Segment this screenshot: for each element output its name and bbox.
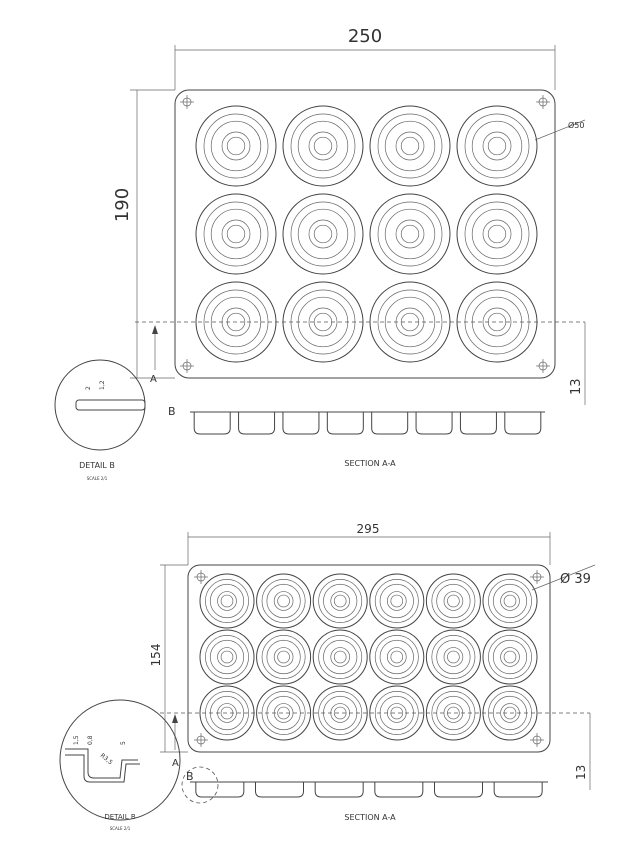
svg-text:13: 13 <box>574 765 588 780</box>
detail-title: DETAIL B <box>79 461 115 470</box>
height-dimension: 190 <box>112 188 133 222</box>
cavity <box>256 629 312 685</box>
svg-text:SCALE 2/1: SCALE 2/1 <box>110 826 131 831</box>
mounting-hole <box>194 570 208 584</box>
cavity-section <box>374 782 424 798</box>
cavity-section <box>238 412 276 435</box>
cavity <box>282 193 364 275</box>
diameter-dimension: Ø 39 <box>560 572 591 587</box>
mounting-hole <box>530 570 544 584</box>
detail-circle <box>59 699 181 821</box>
cavity <box>425 629 481 685</box>
svg-text:B: B <box>186 770 194 783</box>
cavity <box>312 573 368 629</box>
cavity <box>425 573 481 629</box>
cavity <box>199 573 255 629</box>
section-view <box>190 781 548 798</box>
cavity <box>456 281 538 363</box>
cavity-section <box>371 412 409 435</box>
cavity <box>482 629 538 685</box>
drawing-2: 295 154 Ø 39 A 13 B SECTION A-A 1,5 0,8 … <box>59 522 596 831</box>
section-marker: A <box>150 374 157 385</box>
svg-text:2: 2 <box>85 386 92 390</box>
cavity-grid <box>194 570 544 747</box>
svg-text:A: A <box>172 758 179 769</box>
detail-marker: B <box>168 405 176 418</box>
mould-plate-outline <box>187 564 551 753</box>
cavity <box>456 193 538 275</box>
cavity <box>369 105 451 187</box>
cavity <box>312 629 368 685</box>
cavity <box>369 193 451 275</box>
cavity <box>199 629 255 685</box>
cavity-section <box>314 782 364 798</box>
mould-plate-outline <box>174 89 556 379</box>
cavity-section <box>195 782 245 798</box>
cavity-section <box>459 412 497 435</box>
cavity <box>456 105 538 187</box>
cavity <box>369 629 425 685</box>
cavity <box>482 573 538 629</box>
cavity <box>282 105 364 187</box>
svg-text:5: 5 <box>120 741 127 745</box>
section-label: SECTION A-A <box>344 459 396 468</box>
mounting-hole <box>530 733 544 747</box>
height-dimension: 154 <box>149 644 163 667</box>
cavity-section <box>193 412 231 435</box>
mounting-hole <box>536 95 550 109</box>
cavity <box>282 281 364 363</box>
diameter-dimension: Ø50 <box>568 120 584 130</box>
svg-text:R3,5: R3,5 <box>99 752 114 766</box>
cavity <box>195 105 277 187</box>
svg-text:1,2: 1,2 <box>99 380 106 390</box>
svg-text:SECTION A-A: SECTION A-A <box>344 813 396 822</box>
cavity-section <box>415 412 453 435</box>
detail-circle <box>54 359 146 451</box>
cavity-grid <box>180 95 550 373</box>
cavity <box>369 573 425 629</box>
cavity-section <box>434 782 483 798</box>
svg-text:1,5: 1,5 <box>73 735 80 745</box>
drawing-1: 250 190 Ø50 A 13 B SECTION A-A 2 1,2 DET… <box>54 26 586 481</box>
cavity <box>195 193 277 275</box>
detail-scale: SCALE 2/1 <box>87 476 108 481</box>
cavity-section <box>282 412 320 435</box>
cavity-section <box>326 412 364 435</box>
width-dimension: 295 <box>357 522 380 536</box>
svg-text:DETAIL B: DETAIL B <box>104 813 136 821</box>
cavity-section <box>493 782 543 798</box>
width-dimension: 250 <box>348 26 382 47</box>
section-view <box>190 411 545 435</box>
mounting-hole <box>180 359 194 373</box>
mounting-hole <box>194 733 208 747</box>
cavity-section <box>504 412 542 435</box>
mounting-hole <box>536 359 550 373</box>
depth-dimension: 13 <box>569 378 584 395</box>
cavity <box>256 573 312 629</box>
svg-text:0,8: 0,8 <box>87 735 94 745</box>
cavity-section <box>255 782 304 798</box>
mounting-hole <box>180 95 194 109</box>
